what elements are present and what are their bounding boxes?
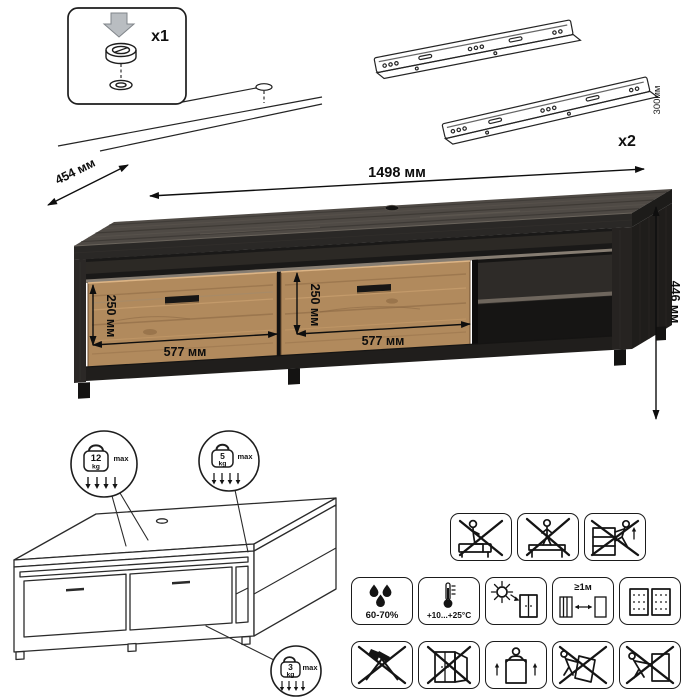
right-stile <box>612 227 632 350</box>
care-tile-sunlight <box>485 577 547 625</box>
cam-count-label: x1 <box>151 28 169 45</box>
leg <box>614 349 626 366</box>
drawer-slide-icon <box>441 76 659 145</box>
drawer-height-label: 250 мм <box>104 295 118 338</box>
drawer-width-label: 577 мм <box>362 334 405 348</box>
drawer-outline <box>129 566 233 631</box>
sunlight-icon <box>490 580 538 618</box>
left-drawer-dimensions: 250 мм 577 мм <box>89 284 278 359</box>
top-panel <box>73 189 672 260</box>
thermometer-icon: +10...+25°C <box>427 582 471 620</box>
open-compartment <box>472 251 612 345</box>
no-climbing-icon <box>590 519 640 557</box>
outline-drawing <box>13 497 337 661</box>
slot-back-panel <box>86 231 614 274</box>
panel-edge-line <box>99 103 323 152</box>
weight-12kg-icon: 12 kg max <box>70 430 138 498</box>
width-dimension: 1498 мм <box>149 165 645 200</box>
care-tile-no-tilting <box>552 641 614 689</box>
leg <box>656 326 666 341</box>
care-tile-no-climbing <box>584 513 646 561</box>
no-impact-tools-icon <box>357 645 407 685</box>
drawer-gap <box>277 271 281 358</box>
no-moving-open-icon <box>426 645 472 685</box>
slide-count-label: x2 <box>618 133 636 150</box>
care-tile-particle-board <box>619 577 681 625</box>
drawer-handle <box>172 580 190 585</box>
drawer-handle <box>66 587 84 592</box>
care-tile-no-sitting <box>450 513 512 561</box>
weight-5kg-icon: 5 kg max <box>198 430 260 492</box>
heater-distance-icon: ≥1м <box>559 582 607 618</box>
no-sitting-icon <box>458 519 504 558</box>
temperature-label: +10...+25°C <box>427 610 471 620</box>
drawer-handle <box>357 284 391 293</box>
distance-label: ≥1м <box>574 582 592 593</box>
no-dragging-icon <box>625 645 675 685</box>
care-tile-temperature: +10...+25°C <box>418 577 480 625</box>
load-qualifier: max <box>113 454 129 463</box>
care-tile-lift-to-move <box>485 641 547 689</box>
load-qualifier: max <box>237 452 253 461</box>
care-tile-no-dragging <box>619 641 681 689</box>
drawer-handle <box>165 295 199 304</box>
no-standing-icon <box>525 517 571 558</box>
care-tile-heater-distance: ≥1м <box>552 577 614 625</box>
cable-grommet <box>384 204 400 212</box>
load-unit: kg <box>92 464 100 471</box>
leg <box>78 382 90 399</box>
load-value: 5 <box>220 451 225 461</box>
depth-dimension: 454 мм <box>47 156 129 206</box>
base-panel <box>86 336 612 381</box>
drawer-slides-illustration: x2 300мм <box>373 19 663 150</box>
drawer-width-label: 577 мм <box>164 345 207 359</box>
particle-board-cabinets-icon <box>629 588 671 616</box>
leg-outline <box>127 642 137 653</box>
down-arrow-icon <box>102 12 136 38</box>
load-limit-callouts: 12 kg max 5 kg max <box>70 430 322 697</box>
compartment-shelf <box>472 291 612 304</box>
cam-fastener-callout: x1 <box>57 7 323 152</box>
fastener-hole <box>255 83 273 91</box>
shelf-lip <box>86 248 614 283</box>
care-tile-humidity: 60-70% <box>351 577 413 625</box>
no-tilting-icon <box>558 645 608 685</box>
load-qualifier: max <box>302 663 318 672</box>
tv-stand-render <box>73 189 672 399</box>
right-drawer-dimensions: 250 мм 577 мм <box>293 272 471 348</box>
lift-to-move-icon <box>494 647 538 684</box>
right-side-panel <box>632 203 672 349</box>
humidity-label: 60-70% <box>366 610 399 621</box>
slide-length-label: 300мм <box>652 86 663 115</box>
load-unit: kg <box>219 461 227 468</box>
care-tile-no-standing <box>517 513 579 561</box>
humidity-icon: 60-70% <box>366 584 399 621</box>
height-dimension: 446 мм <box>652 206 682 420</box>
leg-outline <box>15 650 25 661</box>
weight-3kg-icon: 3 kg max <box>270 645 322 697</box>
leg-outline <box>241 635 251 646</box>
leg <box>288 368 300 385</box>
drawer-slide-icon <box>373 19 582 80</box>
care-tile-no-moving-open <box>418 641 480 689</box>
cam-lock-icon <box>105 42 137 91</box>
care-tile-no-impact-tools <box>351 641 413 689</box>
drawer-outline <box>23 573 127 638</box>
leader-line <box>171 87 257 105</box>
cable-grommet-outline <box>155 518 169 524</box>
drawer-height-label: 250 мм <box>308 284 322 327</box>
depth-label: 454 мм <box>53 156 98 188</box>
load-value: 12 <box>91 453 102 464</box>
panel-edge-line <box>57 96 323 147</box>
width-label: 1498 мм <box>368 165 426 181</box>
load-value: 3 <box>288 662 293 672</box>
load-unit: kg <box>287 672 295 679</box>
height-label: 446 мм <box>668 281 682 324</box>
